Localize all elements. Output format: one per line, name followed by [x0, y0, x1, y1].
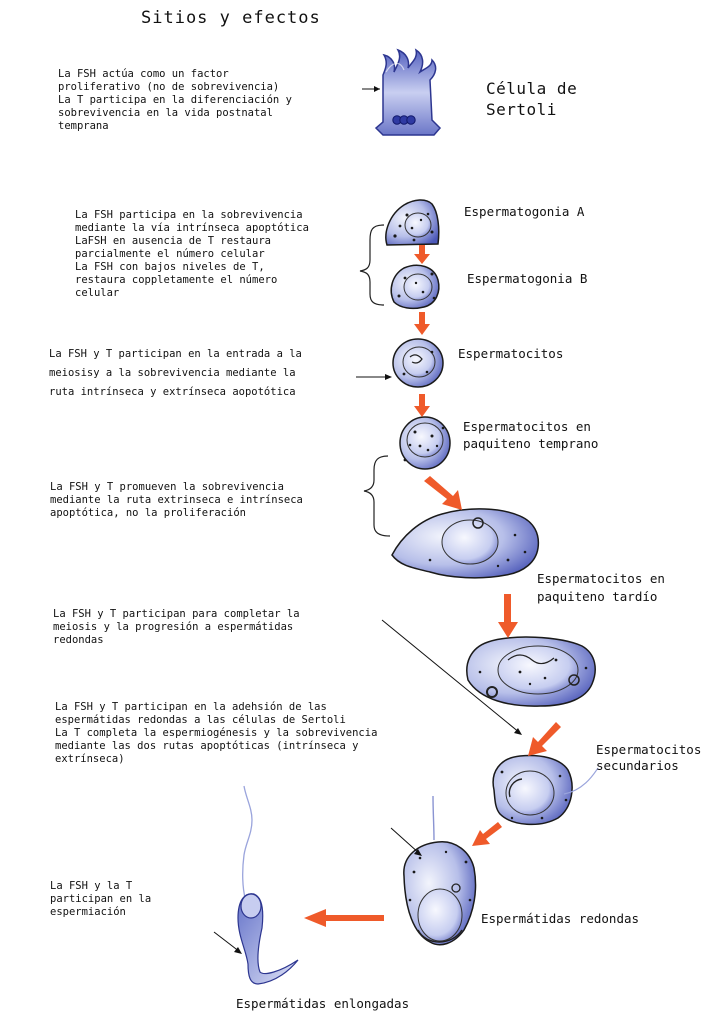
note-adhesion: La FSH y T participan en la adehsión de …	[55, 701, 377, 766]
bracket-paquiteno	[364, 456, 390, 536]
label-espermatocitos: Espermatocitos	[458, 346, 563, 362]
espermatogonia-a-cell	[386, 200, 439, 245]
paquiteno-temprano-cell	[400, 417, 450, 469]
espermatida-elongada-cell	[238, 786, 298, 984]
pointer-line	[214, 932, 240, 952]
label-redondas: Espermátidas redondas	[481, 911, 639, 927]
paquiteno-tardio-cell	[467, 637, 595, 706]
note-sertoli: La FSH actúa como un factor proliferativ…	[58, 68, 292, 133]
note-espermatocitos: La FSH y T participan en la entrada a la…	[49, 345, 302, 402]
bracket-espermatogonia	[360, 225, 384, 305]
note-espermatogonia: La FSH participa en la sobrevivencia med…	[75, 209, 309, 300]
espermatocito-cell	[393, 339, 443, 387]
sertoli-cell	[376, 50, 440, 135]
label-espermatogonia-b: Espermatogonia B	[467, 271, 587, 287]
espermatocito-secundario-cell	[493, 756, 598, 825]
espermatida-redonda-cell	[404, 796, 476, 945]
note-espermiacion: La FSH y la T participan en la espermiac…	[50, 880, 151, 919]
label-elongadas: Espermátidas enlongadas	[236, 996, 409, 1012]
pointer-line	[391, 828, 420, 854]
page-title: Sitios y efectos	[141, 8, 321, 28]
note-meiosis: La FSH y T participan para completar la …	[53, 608, 300, 647]
espermatogonia-b-cell	[391, 265, 439, 308]
label-secundarios: Espermatocitos secundarios	[596, 742, 701, 774]
note-paquiteno: La FSH y T promueven la sobrevivencia me…	[50, 481, 303, 520]
label-sertoli: Célula de Sertoli	[486, 78, 577, 120]
paquiteno-cell-large	[392, 509, 538, 578]
label-paquiteno-temprano: Espermatocitos en paquiteno temprano	[463, 418, 598, 452]
label-paquiteno-tardio: Espermatocitos en paquiteno tardío	[537, 570, 665, 606]
label-espermatogonia-a: Espermatogonia A	[464, 204, 584, 220]
